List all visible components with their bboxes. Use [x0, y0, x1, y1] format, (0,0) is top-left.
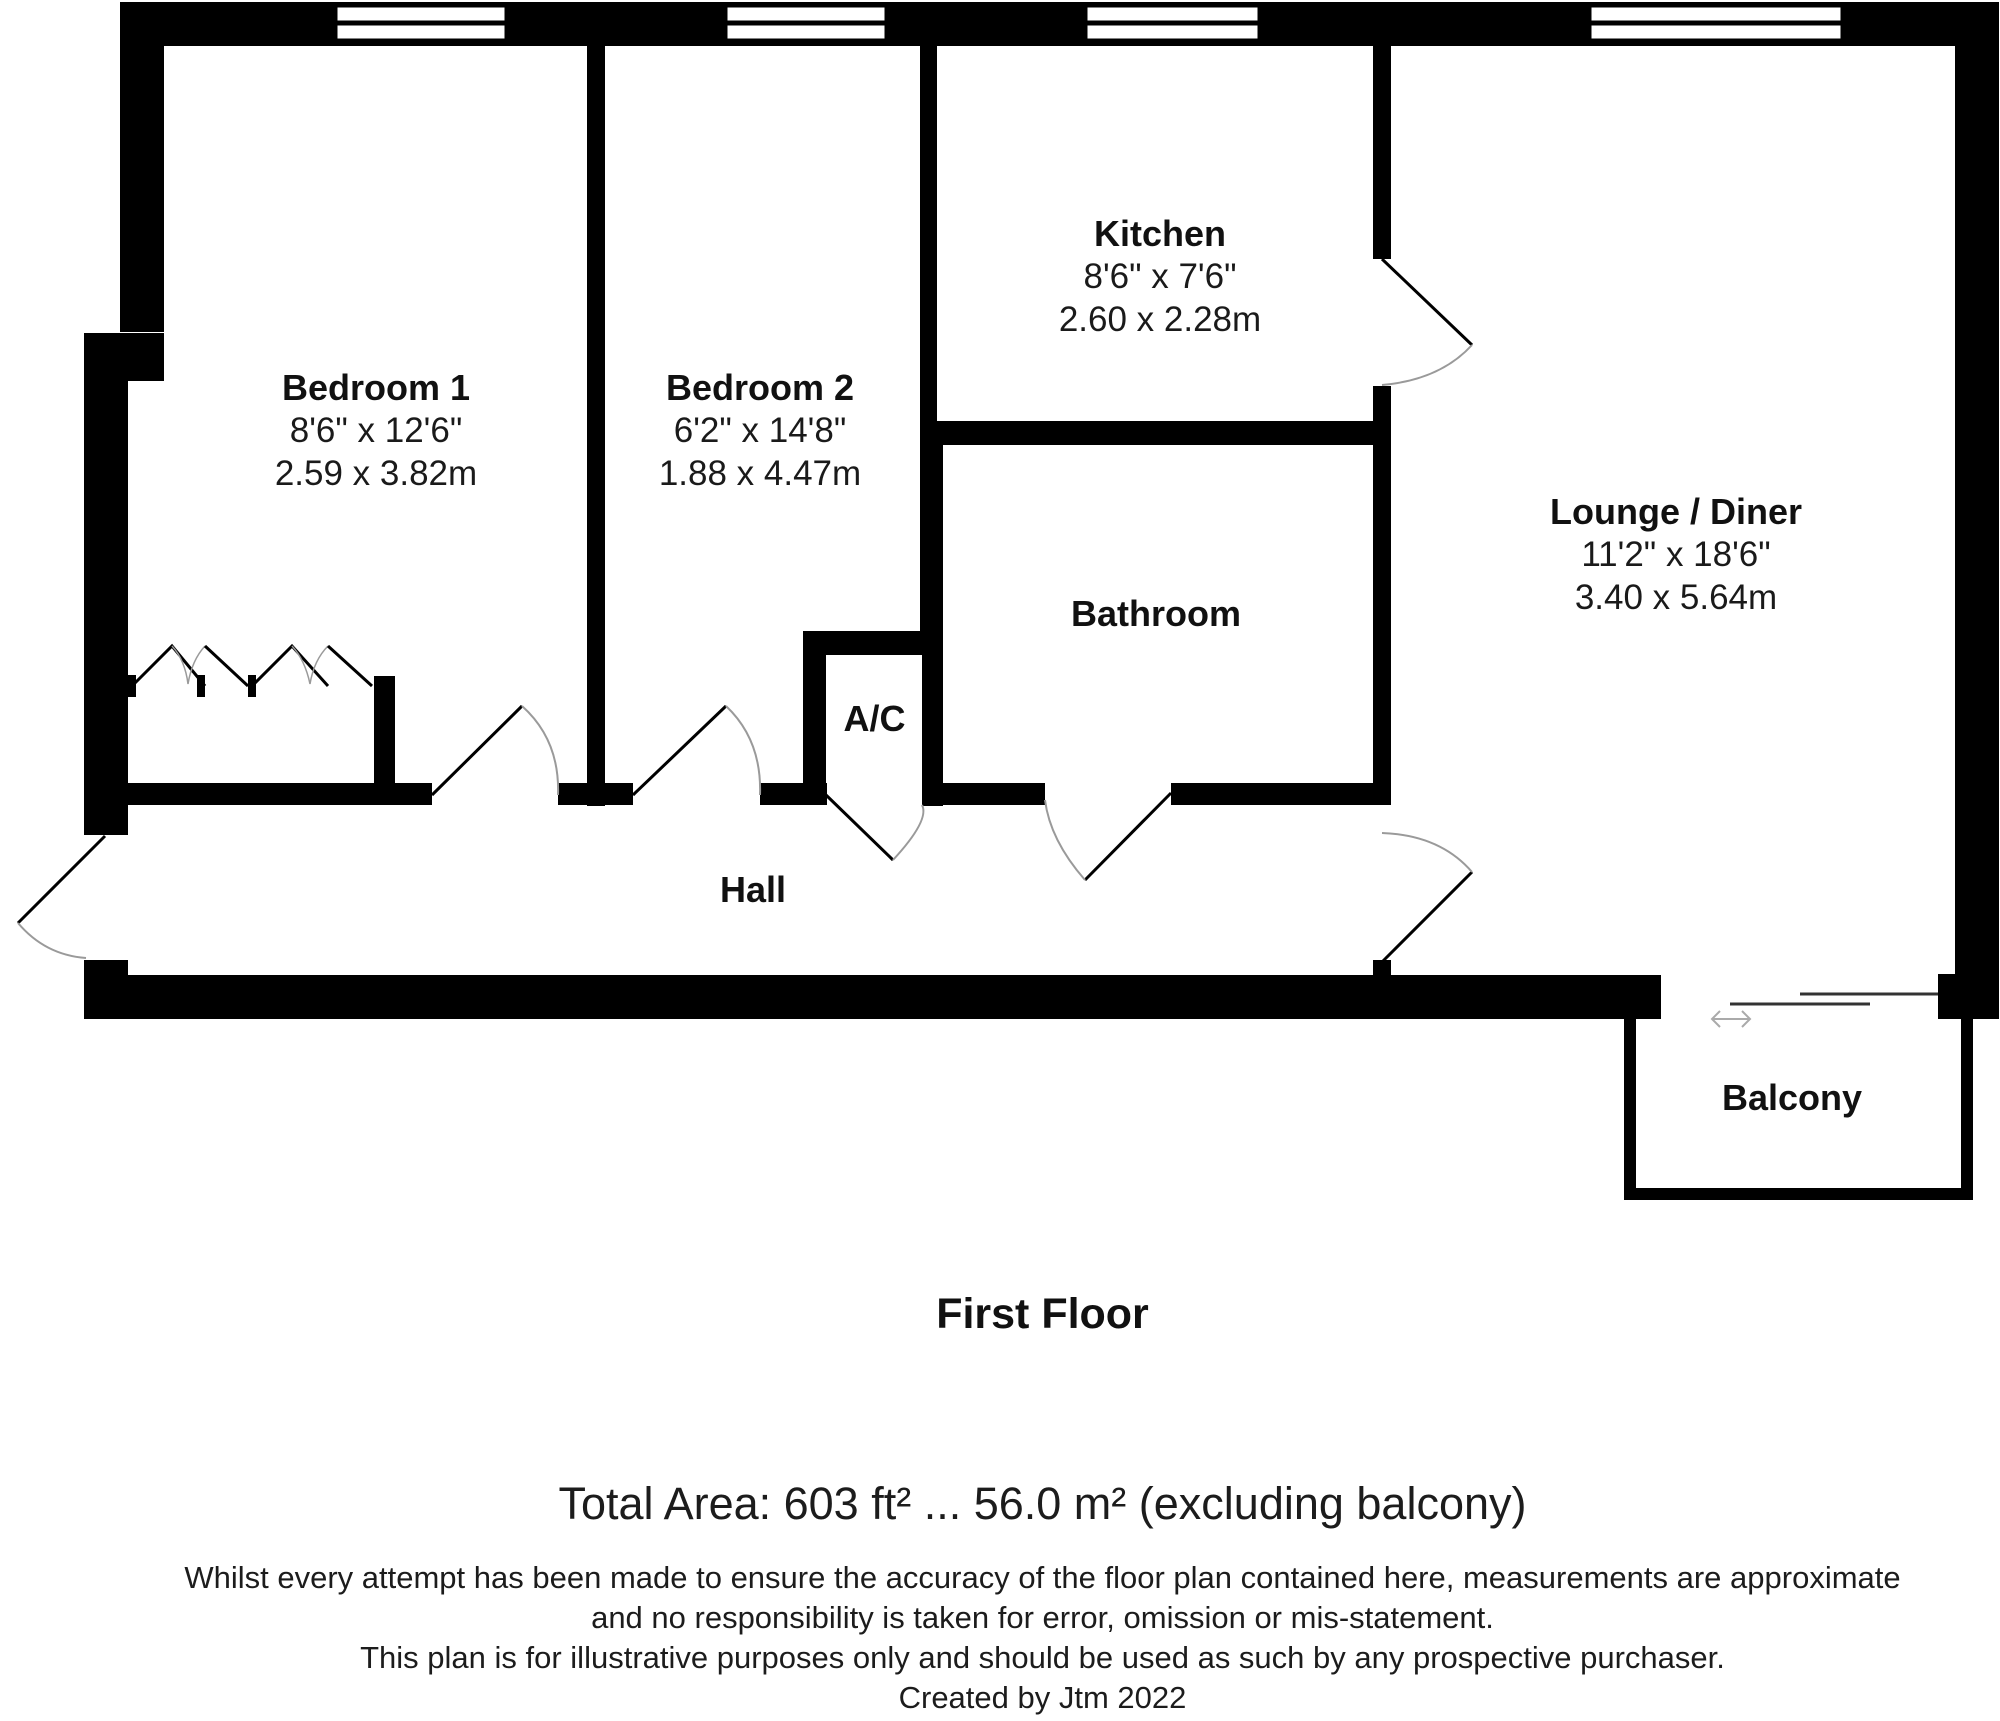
room-kitchen: Kitchen 8'6" x 7'6" 2.60 x 2.28m: [1010, 212, 1310, 341]
sliding-arrow-icon: [1710, 1010, 1752, 1028]
room-bedroom-1: Bedroom 1 8'6" x 12'6" 2.59 x 3.82m: [226, 366, 526, 495]
total-area: Total Area: 603 ft² ... 56.0 m² (excludi…: [558, 1478, 1527, 1529]
room-dim-metric: 1.88 x 4.47m: [658, 453, 862, 493]
room-dim-metric: 2.60 x 2.28m: [1058, 299, 1262, 339]
floor-title: First Floor: [936, 1290, 1149, 1338]
room-name: Bedroom 1: [281, 367, 471, 408]
disclaimer-line: This plan is for illustrative purposes o…: [360, 1640, 1725, 1675]
room-ac-cupboard: A/C: [826, 697, 923, 741]
room-hall: Hall: [653, 868, 853, 912]
room-name: Bedroom 2: [665, 367, 855, 408]
walls: [84, 2, 1999, 1200]
disclaimer-line: Whilst every attempt has been made to en…: [184, 1560, 1901, 1595]
disclaimer: Whilst every attempt has been made to en…: [0, 1558, 2000, 1718]
room-balcony: Balcony: [1642, 1076, 1942, 1120]
room-dim-imperial: 8'6" x 7'6": [1083, 256, 1237, 296]
room-dim-imperial: 8'6" x 12'6": [289, 410, 463, 450]
room-bathroom: Bathroom: [1006, 592, 1306, 636]
room-dim-imperial: 11'2" x 18'6": [1581, 534, 1771, 574]
room-dim-metric: 2.59 x 3.82m: [274, 453, 478, 493]
room-dim-metric: 3.40 x 5.64m: [1574, 577, 1778, 617]
room-lounge-diner: Lounge / Diner 11'2" x 18'6" 3.40 x 5.64…: [1476, 490, 1876, 619]
room-name: Lounge / Diner: [1550, 491, 1802, 532]
room-name: Bathroom: [1071, 593, 1241, 634]
room-name: Balcony: [1721, 1077, 1863, 1118]
room-name: A/C: [843, 698, 906, 739]
creator-credit: Created by Jtm 2022: [898, 1680, 1187, 1715]
room-dim-imperial: 6'2" x 14'8": [673, 410, 847, 450]
windows: [334, 4, 1844, 42]
room-bedroom-2: Bedroom 2 6'2" x 14'8" 1.88 x 4.47m: [610, 366, 910, 495]
disclaimer-line: and no responsibility is taken for error…: [591, 1600, 1494, 1635]
room-name: Hall: [719, 869, 787, 910]
doors: [16, 257, 1938, 1028]
room-name: Kitchen: [1093, 213, 1226, 254]
